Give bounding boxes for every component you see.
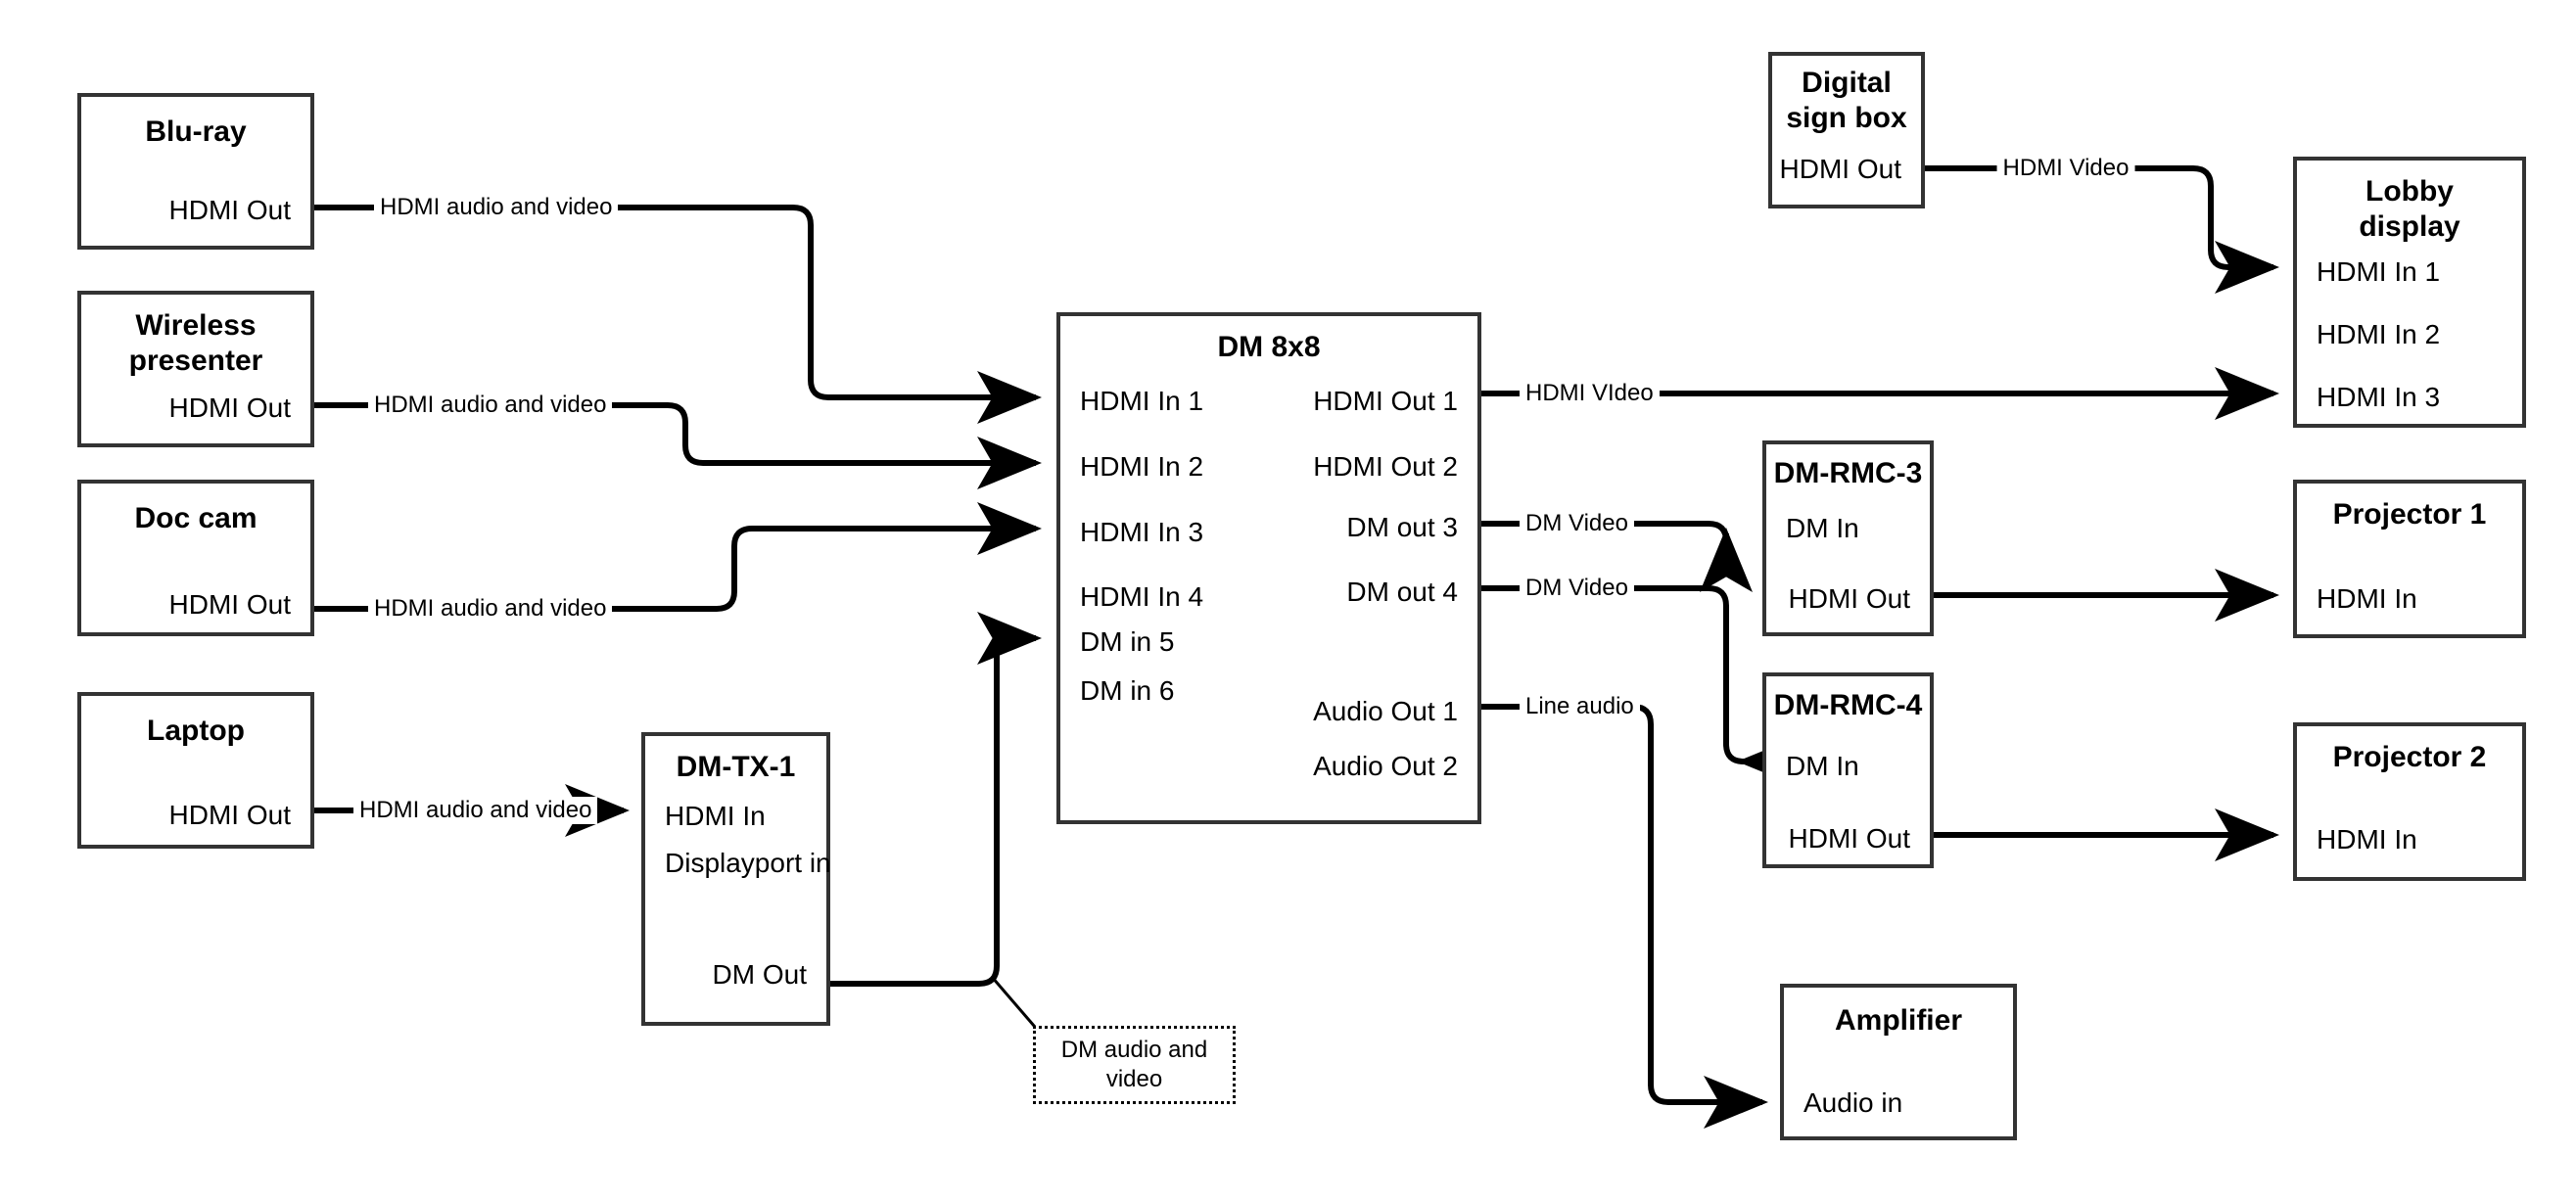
wire-label-dm8x8-out1-to-lobby: HDMI VIdeo (1520, 380, 1660, 407)
wire-label-sign-to-lobby: HDMI Video (1996, 155, 2135, 182)
node-dm-8x8-input-dm-in-6: DM in 6 (1080, 675, 1175, 706)
node-dm-8x8-input-hdmi-in-2: HDMI In 2 (1080, 451, 1204, 482)
node-dm-rmc-3-port-dm-in: DM In (1786, 513, 1859, 543)
node-dm-tx-1-port-hdmi-in: HDMI In (665, 801, 766, 831)
node-wireless-presenter-title: Wireless presenter (128, 309, 263, 377)
wire-bluray-to-dm8x8 (314, 205, 1042, 424)
wire-dmtx1-to-dm8x8 (830, 612, 1042, 987)
node-dm-8x8-output-hdmi-out-1: HDMI Out 1 (1313, 386, 1458, 416)
node-digital-sign-box-title: Digital sign box (1786, 67, 1907, 134)
node-dm-tx-1-port-dm-out: DM Out (712, 959, 807, 990)
callout-dm-audio-and-video: DM audio and video (1033, 1026, 1236, 1104)
node-doc-cam-port-hdmi-out: HDMI Out (168, 589, 291, 620)
node-dm-8x8-input-hdmi-in-4: HDMI In 4 (1080, 581, 1204, 612)
node-dm-8x8-output-hdmi-out-2: HDMI Out 2 (1313, 451, 1458, 482)
node-lobby-display-title: Lobby display (2359, 175, 2460, 243)
node-wireless-presenter-port-hdmi-out: HDMI Out (168, 393, 291, 423)
node-lobby-display[interactable]: Lobby display HDMI In 1 HDMI In 2 HDMI I… (2293, 157, 2526, 428)
node-dm-tx-1-title: DM-TX-1 (676, 751, 796, 783)
node-dm-8x8-output-audio-out-1: Audio Out 1 (1313, 696, 1458, 726)
node-dm-tx-1-port-displayport-in: Displayport in (665, 848, 831, 878)
node-dm-8x8-input-hdmi-in-3: HDMI In 3 (1080, 517, 1204, 547)
node-digital-sign-box[interactable]: Digital sign box HDMI Out (1768, 52, 1925, 208)
node-dm-8x8-title: DM 8x8 (1217, 331, 1321, 363)
wire-label-dm8x8-audio-to-amplifier: Line audio (1520, 693, 1640, 720)
node-lobby-display-input-hdmi-in-2: HDMI In 2 (2317, 319, 2441, 349)
wire-dm8x8-out4-to-dmrmc4 (1481, 585, 1802, 788)
node-dm-8x8-output-audio-out-2: Audio Out 2 (1313, 751, 1458, 781)
node-doc-cam-title: Doc cam (134, 502, 258, 534)
node-projector-1[interactable]: Projector 1 HDMI In (2293, 480, 2526, 638)
node-amplifier[interactable]: Amplifier Audio in (1780, 984, 2017, 1140)
node-projector-1-title: Projector 1 (2332, 498, 2487, 531)
node-wireless-presenter[interactable]: Wireless presenter HDMI Out (77, 291, 314, 447)
node-dm-rmc-3-port-hdmi-out: HDMI Out (1788, 583, 1910, 614)
node-digital-sign-box-port-hdmi-out: HDMI Out (1779, 154, 1901, 184)
node-bluray-title: Blu-ray (145, 115, 247, 148)
wire-label-dm8x8-out4-to-dmrmc4: DM Video (1520, 575, 1634, 602)
node-projector-2-title: Projector 2 (2332, 741, 2487, 773)
node-dm-rmc-4-port-dm-in: DM In (1786, 751, 1859, 781)
node-laptop-title: Laptop (147, 715, 245, 747)
node-dm-rmc-4-port-hdmi-out: HDMI Out (1788, 823, 1910, 854)
wire-dm8x8-audio-to-amplifier (1481, 704, 1768, 1129)
node-dm-8x8-output-dm-out-4: DM out 4 (1346, 577, 1458, 607)
node-laptop[interactable]: Laptop HDMI Out (77, 692, 314, 849)
wire-label-wireless-to-dm8x8: HDMI audio and video (368, 392, 613, 419)
node-doc-cam[interactable]: Doc cam HDMI Out (77, 480, 314, 636)
wire-label-dm8x8-out3-to-dmrmc3: DM Video (1520, 510, 1634, 537)
node-amplifier-port-audio-in: Audio in (1803, 1087, 1903, 1118)
node-lobby-display-input-hdmi-in-3: HDMI In 3 (2317, 382, 2441, 412)
node-lobby-display-input-hdmi-in-1: HDMI In 1 (2317, 256, 2441, 287)
wire-label-bluray-to-dm8x8: HDMI audio and video (374, 194, 619, 221)
node-projector-2[interactable]: Projector 2 HDMI In (2293, 722, 2526, 881)
node-dm-8x8[interactable]: DM 8x8 HDMI In 1 HDMI In 2 HDMI In 3 HDM… (1056, 312, 1481, 824)
wire-sign-to-lobby (1925, 165, 2279, 294)
wire-label-laptop-to-dmtx1: HDMI audio and video (353, 797, 598, 824)
node-dm-rmc-3-title: DM-RMC-3 (1773, 457, 1923, 489)
node-projector-1-port-hdmi-in: HDMI In (2317, 583, 2417, 614)
node-dm-8x8-output-dm-out-3: DM out 3 (1346, 512, 1458, 542)
wire-label-doccam-to-dm8x8: HDMI audio and video (368, 595, 613, 623)
node-dm-tx-1[interactable]: DM-TX-1 HDMI In Displayport in DM Out (641, 732, 831, 1026)
node-laptop-port-hdmi-out: HDMI Out (168, 800, 291, 830)
node-dm-rmc-4[interactable]: DM-RMC-4 DM In HDMI Out (1762, 672, 1934, 868)
node-dm-8x8-input-hdmi-in-1: HDMI In 1 (1080, 386, 1204, 416)
node-amplifier-title: Amplifier (1834, 1004, 1963, 1037)
node-bluray-port-hdmi-out: HDMI Out (168, 195, 291, 225)
node-dm-rmc-3[interactable]: DM-RMC-3 DM In HDMI Out (1762, 440, 1934, 636)
node-dm-8x8-input-dm-in-5: DM in 5 (1080, 626, 1175, 657)
node-projector-2-port-hdmi-in: HDMI In (2317, 824, 2417, 855)
node-bluray[interactable]: Blu-ray HDMI Out (77, 93, 314, 250)
node-dm-rmc-4-title: DM-RMC-4 (1773, 689, 1923, 721)
